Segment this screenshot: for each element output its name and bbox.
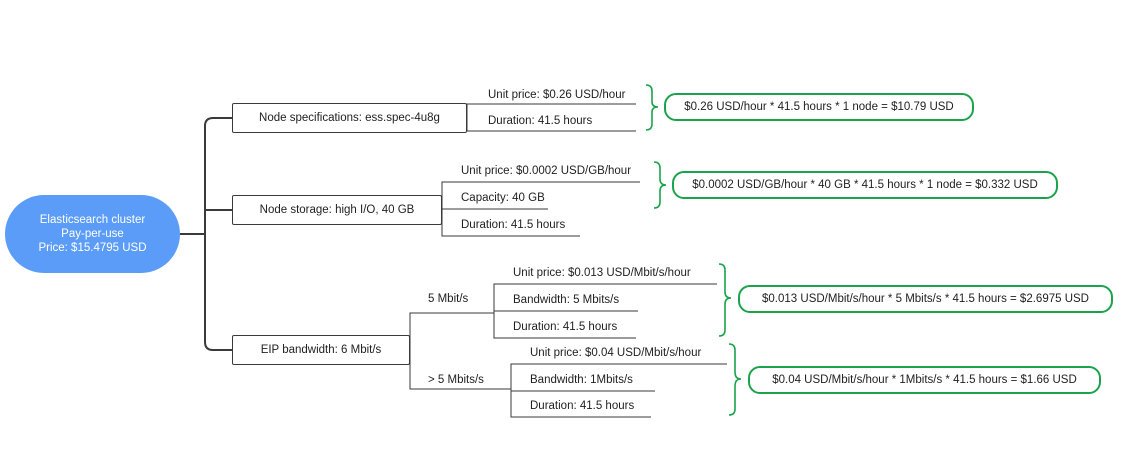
- node-storage-label: Node storage: high I/O, 40 GB: [259, 204, 415, 216]
- storage-capacity: Capacity: 40 GB: [461, 192, 545, 204]
- root-node[interactable]: Elasticsearch cluster Pay-per-use Price:…: [5, 195, 180, 273]
- eip-node[interactable]: EIP bandwidth: 6 Mbit/s: [232, 335, 410, 365]
- root-title: Elasticsearch cluster: [39, 214, 146, 226]
- storage-unit-price: Unit price: $0.0002 USD/GB/hour: [461, 165, 632, 177]
- tier2-duration-line: [510, 389, 651, 418]
- tier2-bandwidth: Bandwidth: 1Mbits/s: [530, 374, 633, 386]
- braces: [645, 84, 742, 416]
- node-storage-node[interactable]: Node storage: high I/O, 40 GB: [232, 195, 442, 225]
- root-billing: Pay-per-use: [61, 228, 124, 240]
- tier1-duration-line: [493, 313, 636, 339]
- spec-formula: $0.26 USD/hour * 41.5 hours * 1 node = $…: [684, 101, 954, 113]
- storage-brace: [653, 161, 667, 209]
- tier2-duration: Duration: 41.5 hours: [530, 400, 635, 412]
- tier1-unit-price: Unit price: $0.013 USD/Mbit/s/hour: [513, 267, 691, 279]
- tier1-formula: $0.013 USD/Mbit/s/hour * 5 Mbits/s * 41.…: [762, 293, 1089, 305]
- eip-tier2-line: [409, 350, 511, 390]
- tier2-formula-box: $0.04 USD/Mbit/s/hour * 1Mbits/s * 41.5 …: [748, 366, 1101, 394]
- storage-duration-line: [441, 182, 580, 237]
- tier1-formula-box: $0.013 USD/Mbit/s/hour * 5 Mbits/s * 41.…: [738, 285, 1113, 313]
- tier2-formula: $0.04 USD/Mbit/s/hour * 1Mbits/s * 41.5 …: [772, 374, 1077, 386]
- tier2-label: > 5 Mbits/s: [428, 374, 484, 386]
- node-spec-node[interactable]: Node specifications: ess.spec-4u8g: [232, 103, 467, 133]
- node-spec-label: Node specifications: ess.spec-4u8g: [259, 112, 440, 124]
- tier2-unit-price: Unit price: $0.04 USD/Mbit/s/hour: [530, 347, 702, 359]
- storage-duration: Duration: 41.5 hours: [461, 219, 566, 231]
- tier1-bandwidth: Bandwidth: 5 Mbits/s: [513, 294, 620, 306]
- spec-formula-box: $0.26 USD/hour * 41.5 hours * 1 node = $…: [664, 93, 974, 121]
- tier2-brace: [728, 343, 742, 416]
- eip-label: EIP bandwidth: 6 Mbit/s: [260, 344, 382, 356]
- spec-unit-line: [466, 103, 636, 118]
- spec-unit-price: Unit price: $0.26 USD/hour: [488, 89, 626, 101]
- eip-tier1-line: [409, 312, 494, 350]
- leaf-connectors: [409, 103, 727, 418]
- spec-duration-line: [466, 118, 636, 132]
- tier1-brace: [718, 263, 732, 337]
- tier1-label: 5 Mbit/s: [428, 293, 469, 305]
- tier1-duration: Duration: 41.5 hours: [513, 321, 618, 333]
- spec-duration: Duration: 41.5 hours: [488, 115, 593, 127]
- tier2-unit-line: [510, 363, 727, 389]
- main-connectors: [180, 117, 232, 351]
- root-price: Price: $15.4795 USD: [38, 242, 147, 254]
- storage-formula: $0.0002 USD/GB/hour * 40 GB * 41.5 hours…: [692, 179, 1038, 191]
- spec-brace: [645, 84, 659, 131]
- trunk-connector: [204, 117, 232, 351]
- tier1-unit-line: [493, 283, 717, 313]
- storage-formula-box: $0.0002 USD/GB/hour * 40 GB * 41.5 hours…: [672, 171, 1058, 199]
